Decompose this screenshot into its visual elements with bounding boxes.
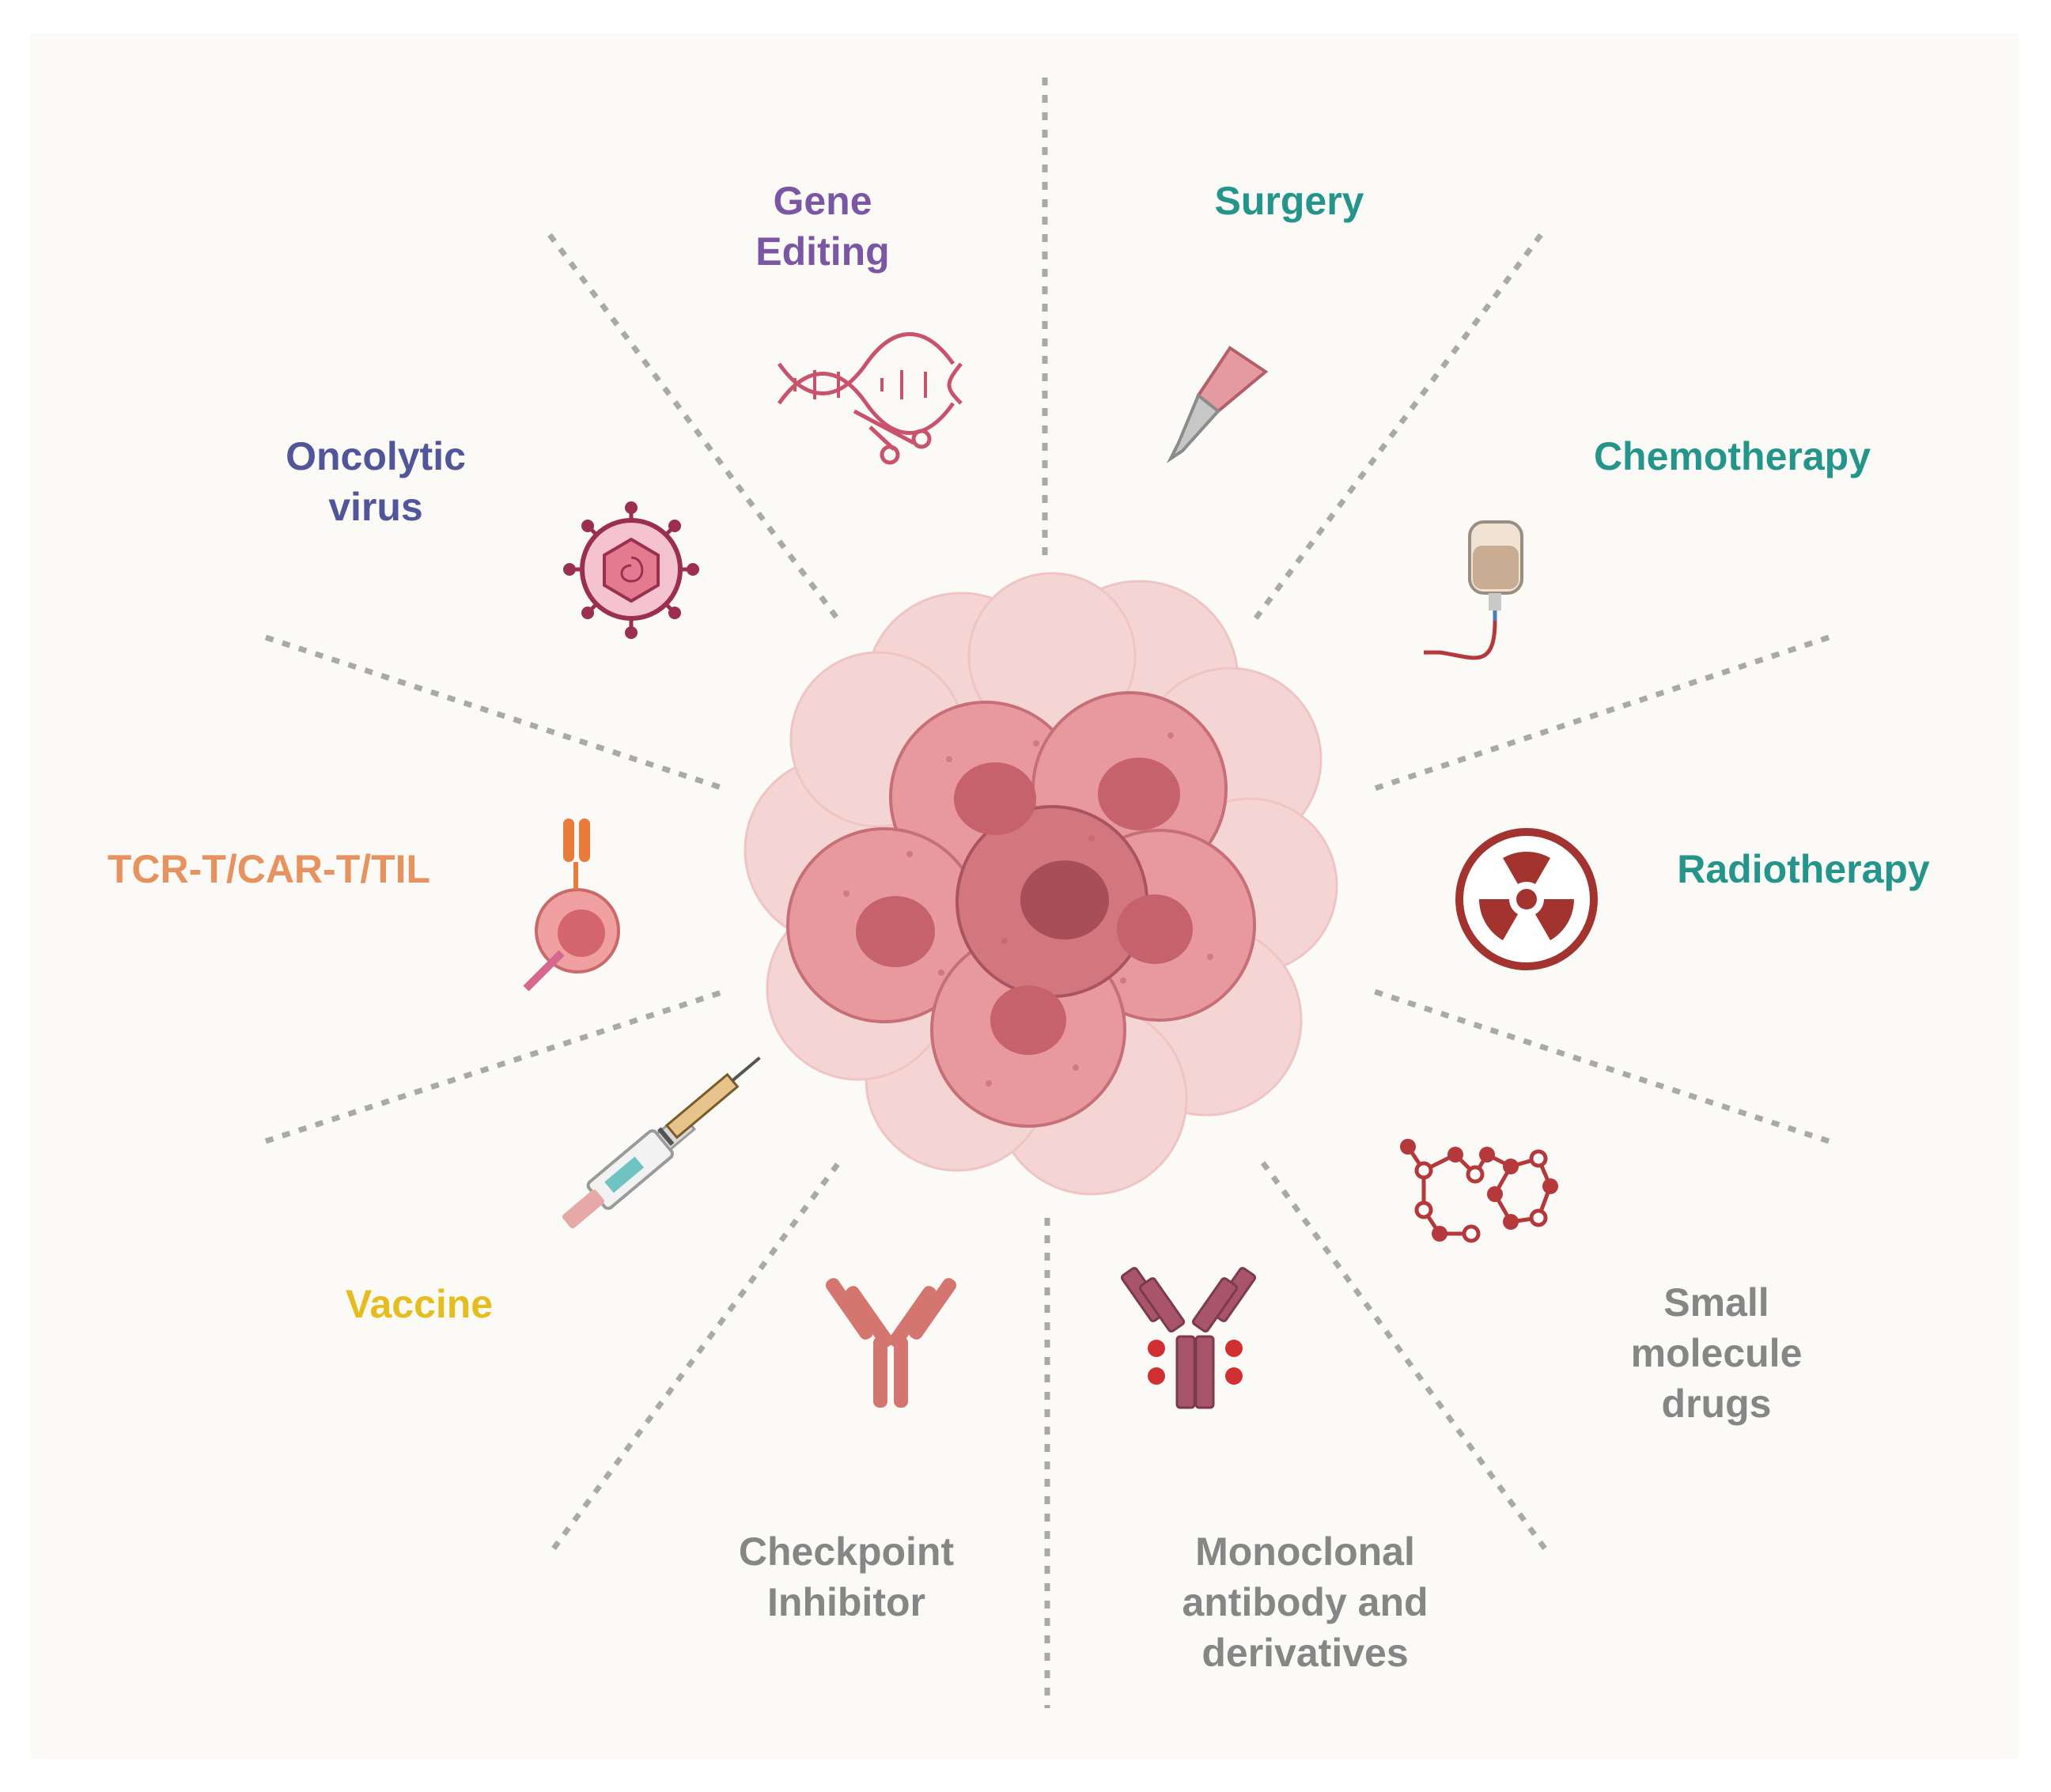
divider-line bbox=[1250, 233, 1543, 626]
divider-line bbox=[1371, 988, 1830, 1144]
antibody-icon bbox=[825, 1278, 957, 1408]
chemotherapy-label: Chemotherapy bbox=[1593, 434, 1871, 478]
checkpoint-label: Checkpoint Inhibitor bbox=[738, 1529, 955, 1624]
divider-line bbox=[547, 233, 843, 626]
gene-editing-label: Gene Editing bbox=[755, 179, 890, 274]
small-molecule-label: Small molecule drugs bbox=[1630, 1280, 1803, 1426]
divider-line bbox=[551, 1155, 845, 1551]
dna-scissors-icon bbox=[777, 332, 963, 465]
iv-bag-icon bbox=[1424, 520, 1523, 660]
divider-line bbox=[264, 634, 728, 792]
syringe-vial-icon bbox=[562, 1056, 761, 1229]
divider-line bbox=[1371, 634, 1830, 792]
antibody-drug-conjugate-icon bbox=[1120, 1267, 1257, 1409]
tumor-cell-cluster-icon bbox=[744, 572, 1338, 1196]
oncolytic-virus-label: Oncolytic virus bbox=[286, 434, 466, 529]
t-cell-icon bbox=[523, 818, 620, 992]
molecule-icon bbox=[1400, 1139, 1558, 1243]
virus-icon bbox=[563, 501, 699, 639]
divider-line bbox=[264, 988, 728, 1144]
radiation-icon bbox=[1455, 828, 1598, 970]
cell-therapy-label: TCR-T/CAR-T/TIL bbox=[107, 847, 431, 891]
monoclonal-label: Monoclonal antibody and derivatives bbox=[1182, 1529, 1429, 1675]
divider-line bbox=[1257, 1155, 1547, 1551]
surgery-label: Surgery bbox=[1214, 179, 1364, 223]
radiotherapy-label: Radiotherapy bbox=[1677, 847, 1930, 891]
vaccine-label: Vaccine bbox=[345, 1282, 494, 1326]
scalpel-icon bbox=[1166, 346, 1269, 463]
